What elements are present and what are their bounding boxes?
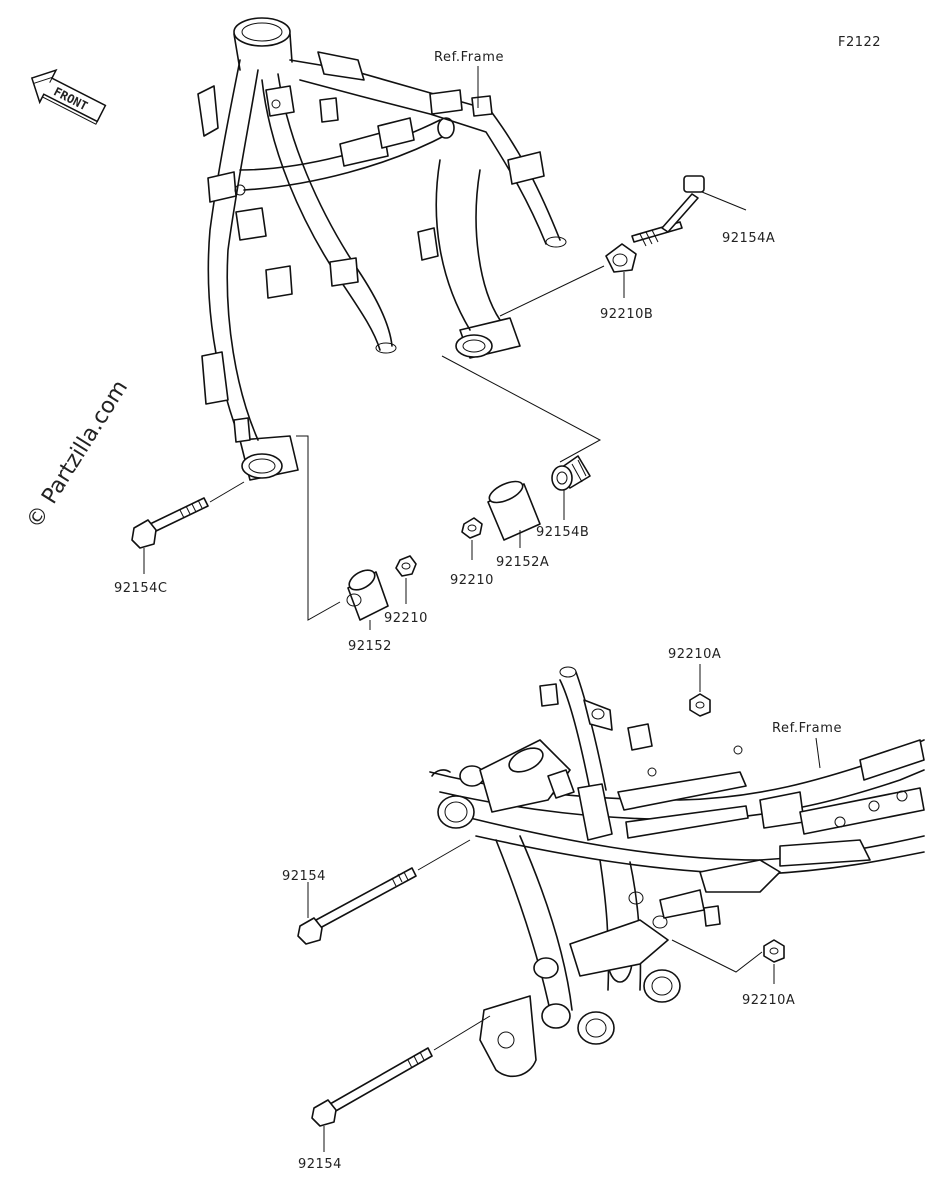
ref-frame-label-top: Ref.Frame (434, 50, 504, 65)
part-label-92210A-top: 92210A (668, 647, 721, 662)
bolt-92154B (551, 455, 591, 491)
front-arrow-icon: FRONT (30, 68, 107, 125)
part-label-92210B: 92210B (600, 307, 653, 322)
bolt-92154-upper (297, 867, 417, 945)
spacer-92152A (487, 480, 541, 541)
part-label-92154B: 92154B (536, 525, 589, 540)
nut-92210A-top (689, 693, 711, 717)
spacer-92152 (346, 569, 389, 621)
ref-frame-label-bottom: Ref.Frame (772, 721, 842, 736)
collar-92210B (605, 243, 637, 273)
part-label-92152: 92152 (348, 639, 392, 654)
diagram-code: F2122 (838, 35, 881, 50)
part-label-92152A: 92152A (496, 555, 549, 570)
nut-92210-right (461, 517, 483, 539)
bolt-92154-lower (311, 1047, 433, 1127)
part-label-92154A: 92154A (722, 231, 775, 246)
bolt-92154A (631, 175, 705, 247)
part-label-92210-left: 92210 (384, 611, 428, 626)
nut-92210A-right (763, 939, 785, 963)
part-label-92210A-right: 92210A (742, 993, 795, 1008)
part-label-92210-right: 92210 (450, 573, 494, 588)
part-label-92154-lower: 92154 (298, 1157, 342, 1172)
partzilla-watermark: © Partzilla.com (22, 376, 133, 533)
nut-92210-left (395, 555, 417, 577)
part-label-92154-upper: 92154 (282, 869, 326, 884)
frame-top-illustration (197, 17, 567, 481)
bolt-92154C (131, 497, 209, 549)
frame-bottom-illustration (429, 666, 925, 1078)
part-label-92154C: 92154C (114, 581, 167, 596)
